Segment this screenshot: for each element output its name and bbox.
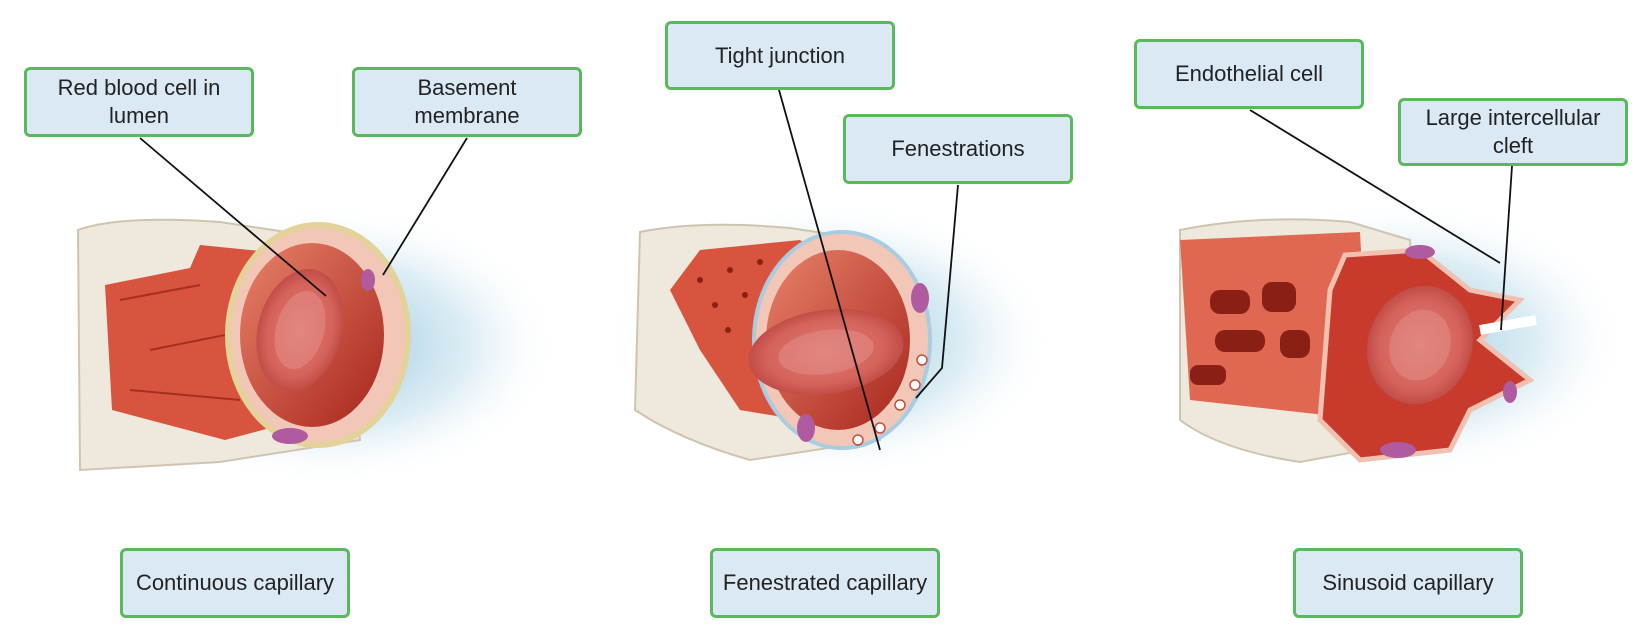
label-endothelial-cell: Endothelial cell <box>1134 39 1364 109</box>
leader-line-red-blood-cell <box>139 137 327 297</box>
caption-fenestrated-capillary: Fenestrated capillary <box>710 548 940 618</box>
label-fenestrations: Fenestrations <box>843 114 1073 184</box>
continuous-capillary-illustration <box>76 205 560 485</box>
fenestrated-capillary-illustration <box>605 200 1055 480</box>
label-red-blood-cell-in-lumen: Red blood cell in lumen <box>24 67 254 137</box>
leader-line-fenestrations <box>915 184 959 399</box>
leader-line-basement-membrane <box>382 137 468 276</box>
caption-sinusoid-capillary: Sinusoid capillary <box>1293 548 1523 618</box>
label-tight-junction: Tight junction <box>665 21 895 90</box>
leader-line-intercellular-cleft <box>1500 165 1513 331</box>
label-basement-membrane: Basement membrane <box>352 67 582 137</box>
leader-line-tight-junction <box>778 89 881 451</box>
leader-line-endothelial-cell <box>1249 109 1501 264</box>
label-large-intercellular-cleft: Large intercellular cleft <box>1398 98 1628 166</box>
sinusoid-capillary-illustration <box>1160 200 1630 480</box>
caption-continuous-capillary: Continuous capillary <box>120 548 350 618</box>
